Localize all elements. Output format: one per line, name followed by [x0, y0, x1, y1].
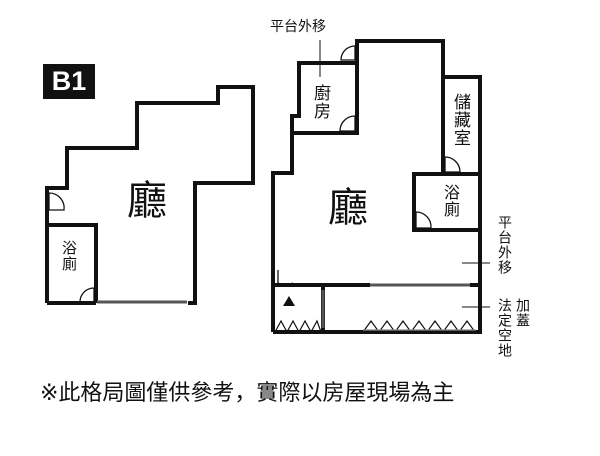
entrance-triangle-icon	[283, 296, 295, 306]
right-bathroom-wall	[412, 172, 480, 232]
legal-open-space-label: 法定空地	[496, 298, 512, 358]
door-icon	[444, 156, 461, 173]
left-bathroom-wall	[47, 223, 98, 303]
left-plan-outline	[45, 85, 255, 305]
windows	[97, 283, 470, 328]
right-hall-label: 廳	[328, 185, 368, 231]
door-icon	[277, 270, 294, 286]
door-icon	[415, 211, 432, 229]
door-icon	[339, 115, 356, 132]
platform-moved-side-label: 平台外移	[496, 215, 512, 275]
kitchen-wall	[292, 63, 359, 135]
right-bathroom-label: 浴廁	[441, 184, 460, 218]
gates	[274, 319, 476, 334]
doors	[48, 45, 461, 303]
floor-label-badge: B1	[43, 64, 95, 99]
left-bathroom-label: 浴廁	[60, 240, 78, 272]
extension-label: 加蓋	[514, 298, 530, 328]
door-icon	[79, 287, 95, 303]
door-icon	[48, 192, 65, 211]
kitchen-label: 廚房	[310, 84, 330, 120]
gate-zigzag-icon	[274, 319, 322, 334]
disclaimer-text: ※此格局圖僅供參考，實際以房屋現場為主	[40, 381, 455, 406]
left-hall-label: 廳	[127, 178, 167, 224]
platform-moved-top-label: 平台外移	[270, 19, 326, 35]
storage-label: 儲藏室	[450, 93, 470, 147]
door-icon	[340, 45, 356, 61]
gate-zigzag-icon	[362, 319, 476, 334]
leader-lines	[319, 40, 490, 308]
